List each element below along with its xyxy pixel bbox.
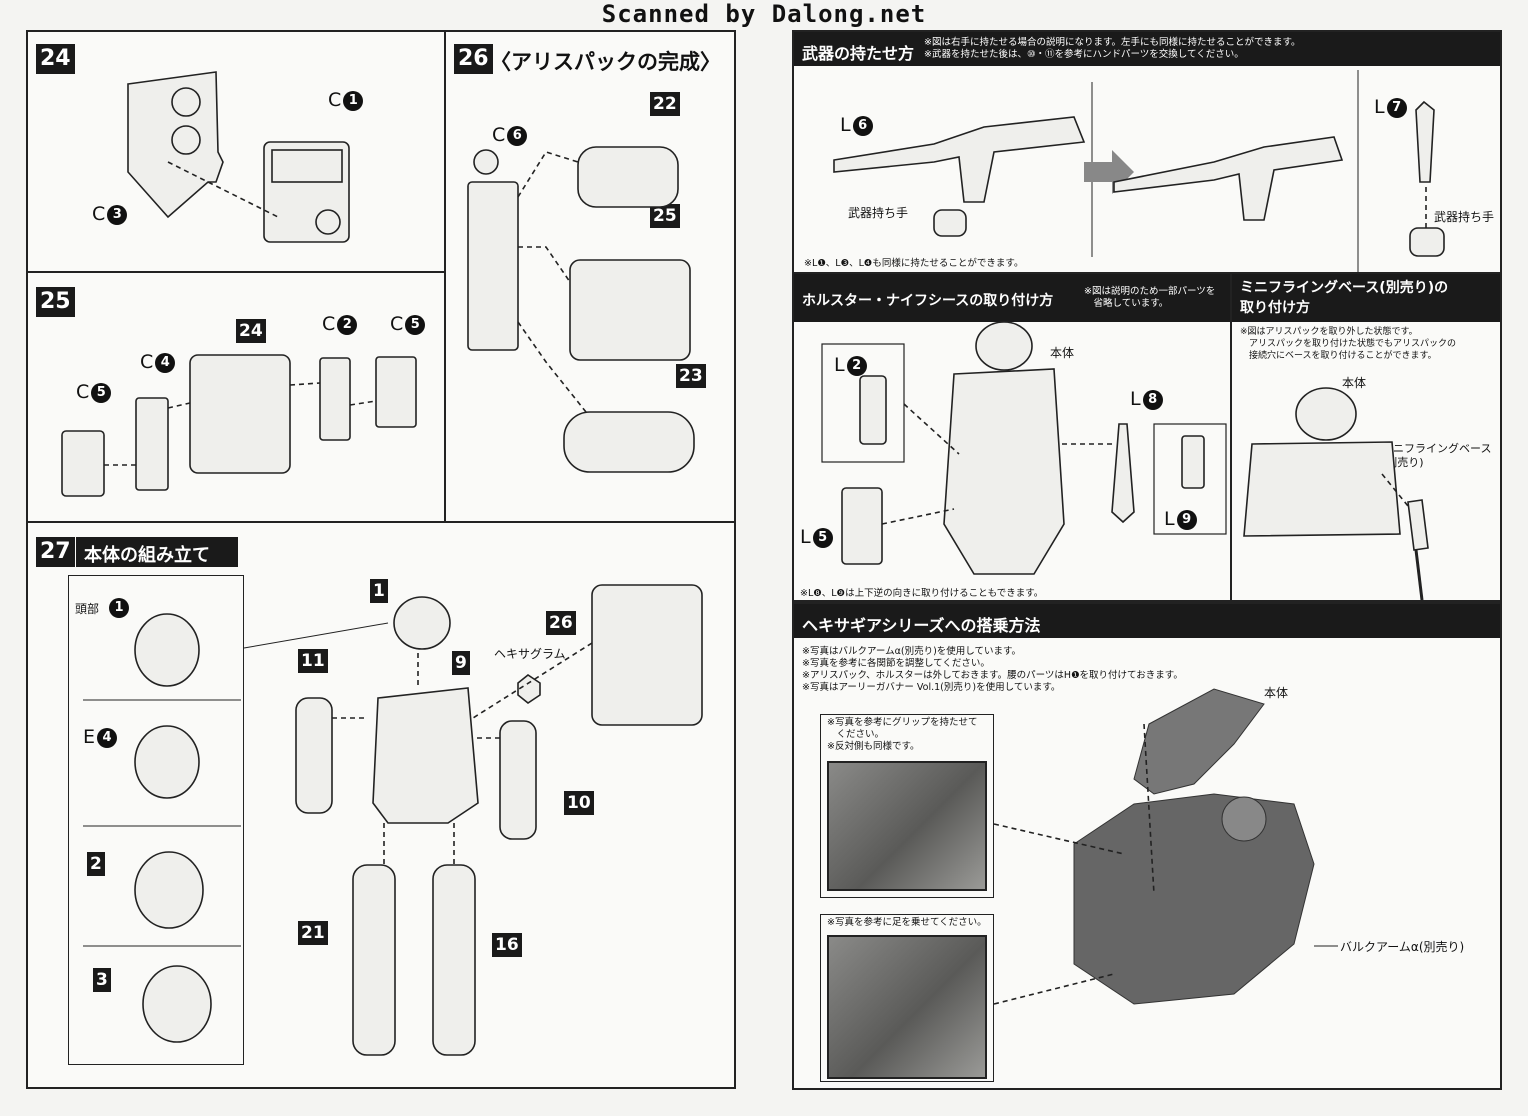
weapon-hand-label-1: 武器持ち手 [848, 206, 909, 220]
part-tag-11: 11 [298, 649, 328, 673]
bulk-arm-label: バルクアームα(別売り) [1340, 940, 1465, 954]
weapon-section: 武器の持たせ方 ※図は右手に持たせる場合の説明になります。左手にも同様に持たせる… [792, 30, 1502, 274]
holster-title-bar: ホルスター・ナイフシースの取り付け方 ※図は説明のため一部パーツを 省略していま… [794, 274, 1230, 322]
step-27-title: 本体の組み立て [84, 545, 210, 566]
photo-2-note: ※写真を参考に足を乗せてください。 [827, 917, 987, 928]
step-number: 26 [454, 44, 493, 74]
step-number: 25 [36, 287, 75, 317]
hexa-title-bar: ヘキサギアシリーズへの搭乗方法 [794, 604, 1500, 638]
photo-foot [827, 935, 987, 1079]
weapon-hand-label-2: 武器持ち手 [1434, 210, 1495, 224]
mini-base-title: ミニフライングベース(別売り)の 取り付け方 [1240, 280, 1449, 316]
part-tag-21: 21 [298, 921, 328, 945]
holster-note: ※図は説明のため一部パーツを 省略しています。 [1084, 286, 1216, 309]
part-tag-26: 26 [546, 611, 576, 635]
step-27-title-bar: 本体の組み立て [76, 537, 238, 567]
part-tag-10: 10 [564, 791, 594, 815]
step-number: 24 [36, 44, 75, 74]
photo-1-frame: ※写真を参考にグリップを持たせて ください。 ※反対側も同様です。 [820, 714, 994, 898]
mini-base-title-bar: ミニフライングベース(別売り)の 取り付け方 [1232, 274, 1500, 322]
part-tag-2: 2 [87, 852, 105, 876]
part-tag-1: 1 [370, 579, 388, 603]
step-25-illustration [61, 354, 417, 497]
hexa-illustration [993, 688, 1338, 1005]
hexa-title: ヘキサギアシリーズへの搭乗方法 [802, 616, 1041, 635]
mini-base-body-label: 本体 [1342, 376, 1367, 390]
holster-section: ホルスター・ナイフシースの取り付け方 ※図は説明のため一部パーツを 省略していま… [792, 272, 1232, 602]
part-tag-3: 3 [93, 968, 111, 992]
hexa-body-label: 本体 [1264, 686, 1289, 700]
watermark: Scanned by Dalong.net [601, 0, 927, 28]
holster-footnote: ※L❽、L❾は上下逆の向きに取り付けることもできます。 [800, 588, 1044, 599]
hexa-section: ヘキサギアシリーズへの搭乗方法 ※写真はバルクアームα(別売り)を使用しています… [792, 602, 1502, 1090]
weapon-title: 武器の持たせ方 [802, 44, 915, 63]
weapon-footnote: ※L❶、L❸、L❹も同様に持たせることができます。 [804, 258, 1024, 269]
head-label: 頭部 [75, 602, 100, 616]
mini-base-illustration [1243, 387, 1429, 601]
part-tag-16: 16 [492, 933, 522, 957]
photo-grip [827, 761, 987, 891]
holster-title: ホルスター・ナイフシースの取り付け方 [802, 293, 1054, 309]
hexagram-label: ヘキサグラム [494, 647, 566, 661]
photo-1-note: ※写真を参考にグリップを持たせて ください。 ※反対側も同様です。 [827, 717, 978, 752]
part-tag-22: 22 [650, 92, 680, 116]
mini-base-section: ミニフライングベース(別売り)の 取り付け方 ※図はアリスパックを取り外した状態… [1230, 272, 1502, 602]
part-tag-9: 9 [452, 651, 470, 675]
step-number: 27 [36, 537, 75, 567]
step-24-illustration [127, 71, 350, 243]
head-part-1: 1 [107, 596, 129, 618]
weapon-note: ※図は右手に持たせる場合の説明になります。左手にも同様に持たせることができます。… [924, 37, 1301, 60]
body-assembly-illustration [243, 584, 703, 1056]
holster-body-label: 本体 [1050, 346, 1075, 360]
heads-illustration [83, 613, 241, 1043]
weapon-title-bar: 武器の持たせ方 ※図は右手に持たせる場合の説明になります。左手にも同様に持たせる… [794, 32, 1500, 66]
part-tag-23: 23 [676, 364, 706, 388]
hexa-notes: ※写真はバルクアームα(別売り)を使用しています。 ※写真を参考に各関節を調整し… [802, 646, 1183, 693]
step-26-title: 〈アリスパックの完成〉 [490, 50, 721, 74]
photo-2-frame: ※写真を参考に足を乗せてください。 [820, 914, 994, 1082]
mini-base-note: ※図はアリスパックを取り外した状態です。 アリスパックを取り付けた状態でもアリス… [1240, 327, 1457, 361]
weapon-illustration [833, 70, 1445, 272]
holster-illustration [821, 321, 1227, 575]
part-tag-24: 24 [236, 319, 266, 343]
step-26-illustration [467, 146, 695, 473]
part-tag-25: 25 [650, 204, 680, 228]
